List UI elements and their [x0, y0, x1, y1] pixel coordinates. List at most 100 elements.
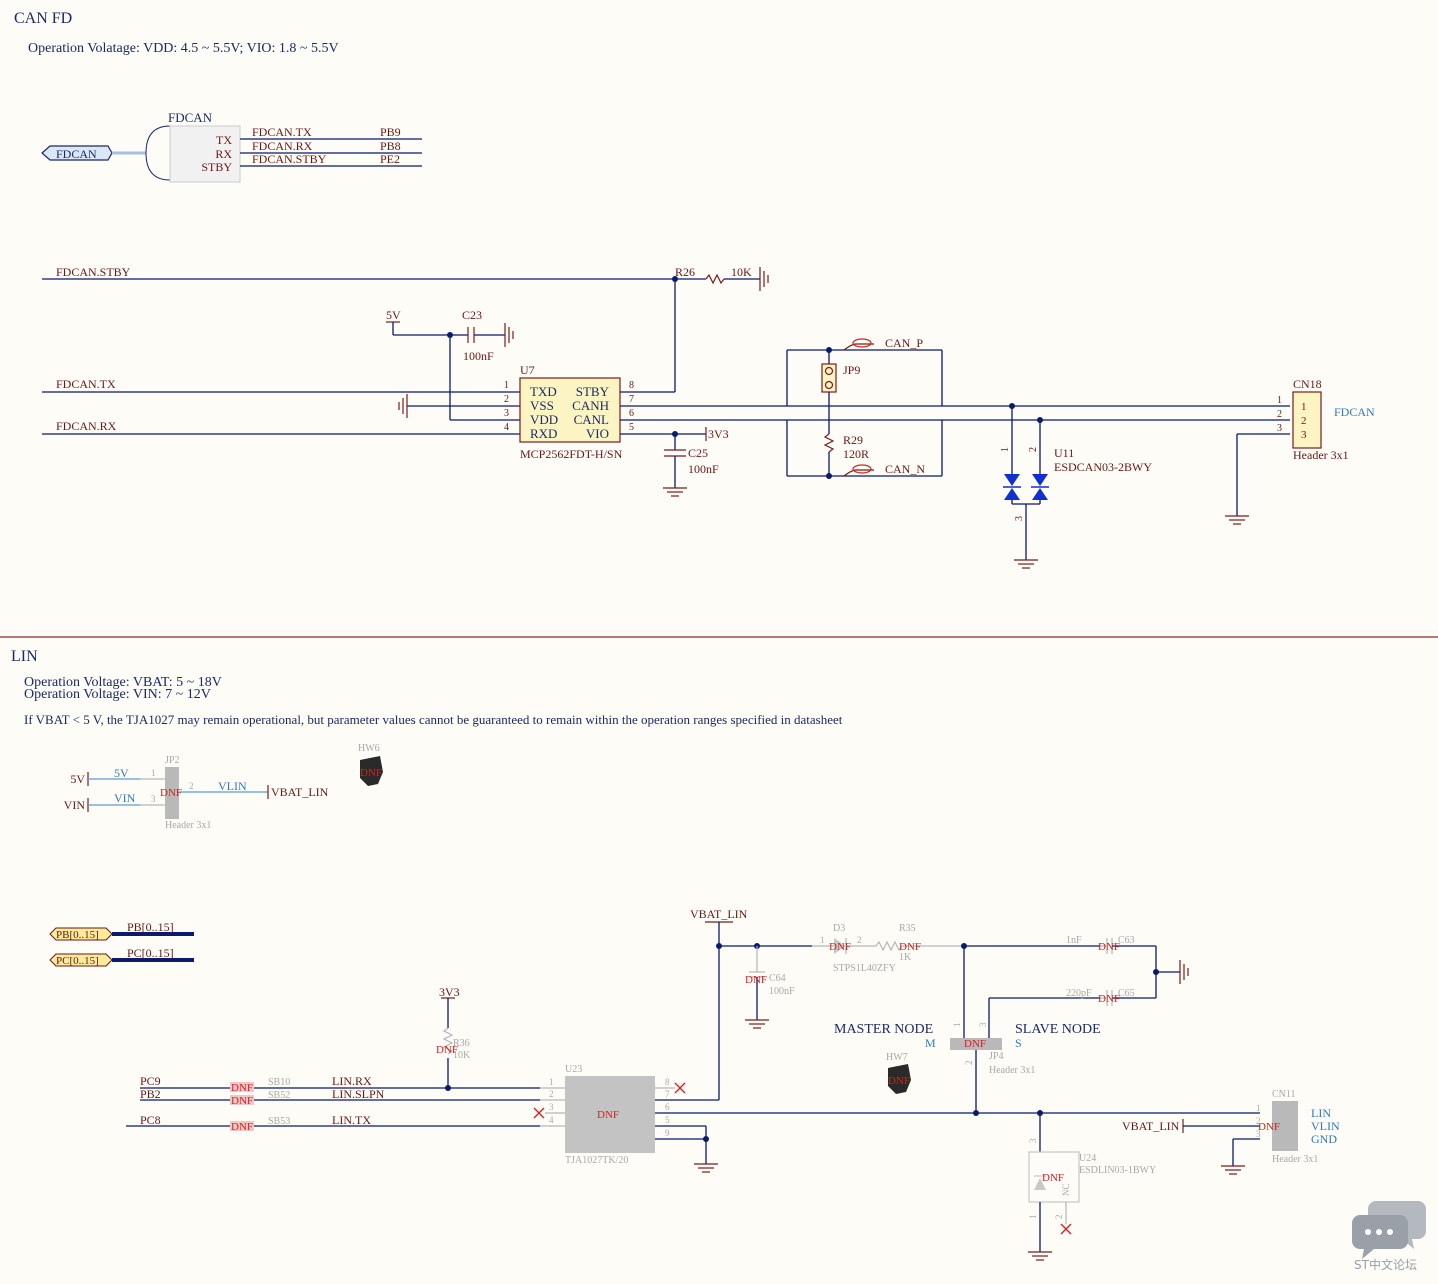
svg-text:PB[0..15]: PB[0..15] [56, 929, 99, 941]
svg-text:1: 1 [952, 1023, 962, 1028]
capacitor-c63: DNF 1nF C63 [1066, 935, 1156, 954]
svg-text:CAN_N: CAN_N [885, 462, 925, 476]
svg-text:5V: 5V [114, 766, 129, 780]
fdcan-port-label: FDCAN [56, 147, 97, 161]
resistor-r35: DNF R35 1K [875, 923, 964, 963]
svg-text:1: 1 [820, 935, 825, 945]
svg-text:D3: D3 [833, 923, 845, 934]
svg-text:1: 1 [549, 1077, 554, 1087]
svg-text:Header 3x1: Header 3x1 [1293, 448, 1349, 462]
test-point-can-p[interactable]: CAN_P [843, 336, 923, 351]
svg-text:100nF: 100nF [463, 349, 494, 363]
svg-text:U24: U24 [1079, 1153, 1096, 1164]
svg-text:1: 1 [1301, 401, 1307, 413]
lin-vin-range: Operation Voltage: VIN: 7 ~ 12V [24, 687, 211, 702]
svg-text:1: 1 [1028, 1215, 1038, 1220]
svg-text:PC[0..15]: PC[0..15] [127, 946, 174, 960]
svg-text:8: 8 [629, 380, 634, 391]
svg-text:C23: C23 [462, 308, 482, 322]
jumper-jp9[interactable]: JP9 [821, 350, 860, 434]
svg-text:2: 2 [1256, 1116, 1261, 1126]
svg-text:3: 3 [1277, 423, 1282, 434]
header-cn18[interactable]: CN18 Header 3x1 1 2 3 1 2 3 FDCAN [1277, 377, 1375, 462]
hardware-hw7: HW7 DNF [886, 1052, 911, 1094]
watermark-text: ST中文论坛 [1354, 1257, 1417, 1272]
svg-text:1: 1 [1256, 1103, 1261, 1113]
svg-text:4: 4 [549, 1115, 554, 1125]
svg-text:5V: 5V [386, 308, 401, 322]
svg-text:JP4: JP4 [989, 1051, 1003, 1062]
svg-text:STBY: STBY [576, 384, 610, 399]
svg-text:7: 7 [629, 394, 634, 405]
svg-text:1: 1 [151, 768, 156, 778]
diode-d3: DNF D3 STPS1L40ZFY 1 2 [812, 923, 896, 974]
svg-text:3: 3 [1028, 1138, 1038, 1143]
svg-text:DNF: DNF [160, 787, 182, 799]
bus-port-pb[interactable]: PB[0..15] PB[0..15] [49, 920, 194, 941]
svg-text:2: 2 [1301, 415, 1307, 427]
esd-u11: 1 2 3 U11 ESDCAN03-2BWY [1000, 406, 1152, 569]
svg-text:R29: R29 [843, 433, 863, 447]
solder-bridge-sb53[interactable]: DNF SB53 [230, 1116, 290, 1133]
mcu-pin-pc9: PC9 [140, 1074, 161, 1088]
svg-text:C25: C25 [688, 446, 708, 460]
svg-text:DNF: DNF [360, 767, 382, 779]
svg-text:DNF: DNF [1098, 941, 1120, 953]
svg-text:SB53: SB53 [268, 1116, 290, 1127]
ic-u23-tja1027[interactable]: DNF U23 TJA1027TK/20 1 2 3 4 8 7 6 5 9 [549, 1064, 670, 1166]
solder-bridge-sb52[interactable]: DNF SB52 [230, 1090, 290, 1107]
net-fdcan-stby-label: FDCAN.STBY [252, 152, 327, 166]
fdcan-harness-port[interactable]: FDCAN FDCAN TX RX STBY [41, 110, 241, 183]
net-fdcan-rx-label: FDCAN.RX [252, 139, 313, 153]
svg-text:PB[0..15]: PB[0..15] [127, 920, 174, 934]
power-3v3-lin: 3V3 [439, 985, 460, 999]
jumper-jp4[interactable]: DNF JP4 Header 3x1 1 3 2 [950, 1022, 1035, 1114]
solder-bridge-sb10[interactable]: DNF SB10 [230, 1077, 290, 1094]
svg-text:VIN: VIN [64, 798, 86, 812]
net-lin-slpn: LIN.SLPN [332, 1087, 385, 1101]
lin-vbat-range: Operation Voltage: VBAT: 5 ~ 18V [24, 675, 222, 690]
master-node-letter: M [925, 1036, 936, 1050]
net-stby-label: FDCAN.STBY [56, 265, 131, 279]
svg-text:DNF: DNF [964, 1038, 986, 1050]
svg-text:8: 8 [665, 1077, 670, 1087]
svg-text:2: 2 [504, 394, 509, 405]
svg-text:DNF: DNF [888, 1075, 910, 1087]
svg-text:2: 2 [549, 1089, 554, 1099]
svg-text:VIO: VIO [586, 426, 609, 441]
chat-bubble-icon: ST中文论坛 [1352, 1201, 1426, 1272]
svg-text:U11: U11 [1054, 446, 1074, 460]
svg-text:3: 3 [151, 794, 156, 804]
svg-text:2: 2 [964, 1061, 974, 1066]
resistor-r36: DNF R36 10K [436, 1027, 471, 1088]
svg-text:Header 3x1: Header 3x1 [989, 1065, 1035, 1076]
ic-u7-mcp2562[interactable]: U7 MCP2562FDT-H/SN TXD VSS VDD RXD STBY … [504, 363, 634, 461]
svg-text:3: 3 [1256, 1129, 1261, 1139]
harness-pin-tx: TX [216, 133, 232, 147]
jumper-jp2[interactable]: 5V VIN 5V VIN DNF JP2 Header 3x1 1 3 2 V… [64, 755, 329, 831]
mcu-pin-pb2: PB2 [140, 1087, 161, 1101]
svg-text:3: 3 [978, 1022, 988, 1027]
svg-text:C63: C63 [1118, 935, 1135, 946]
svg-text:1nF: 1nF [1066, 935, 1082, 946]
svg-text:DNF: DNF [745, 974, 767, 986]
bus-port-pc[interactable]: PC[0..15] PC[0..15] [49, 946, 194, 967]
svg-text:10K: 10K [453, 1050, 471, 1061]
fdcan-harness-title: FDCAN [168, 110, 213, 125]
r26-ref: R26 [675, 265, 695, 279]
test-point-can-n[interactable]: CAN_N [843, 462, 925, 477]
svg-text:VIN: VIN [114, 791, 136, 805]
power-5v: 5V [386, 308, 401, 335]
svg-text:DNF: DNF [1258, 1121, 1280, 1133]
lin-section-title: LIN [11, 648, 38, 665]
svg-text:SB52: SB52 [268, 1090, 290, 1101]
svg-text:DNF: DNF [231, 1082, 253, 1094]
svg-text:PC[0..15]: PC[0..15] [56, 955, 99, 967]
svg-text:VLIN: VLIN [218, 779, 247, 793]
svg-text:Header 3x1: Header 3x1 [1272, 1154, 1318, 1165]
u7-ref: U7 [520, 363, 535, 377]
svg-text:5: 5 [665, 1115, 670, 1125]
header-cn11[interactable]: DNF CN11 Header 3x1 1 2 3 LIN VLIN GND [1256, 1089, 1340, 1165]
svg-text:4: 4 [504, 422, 509, 433]
svg-text:100nF: 100nF [769, 986, 795, 997]
